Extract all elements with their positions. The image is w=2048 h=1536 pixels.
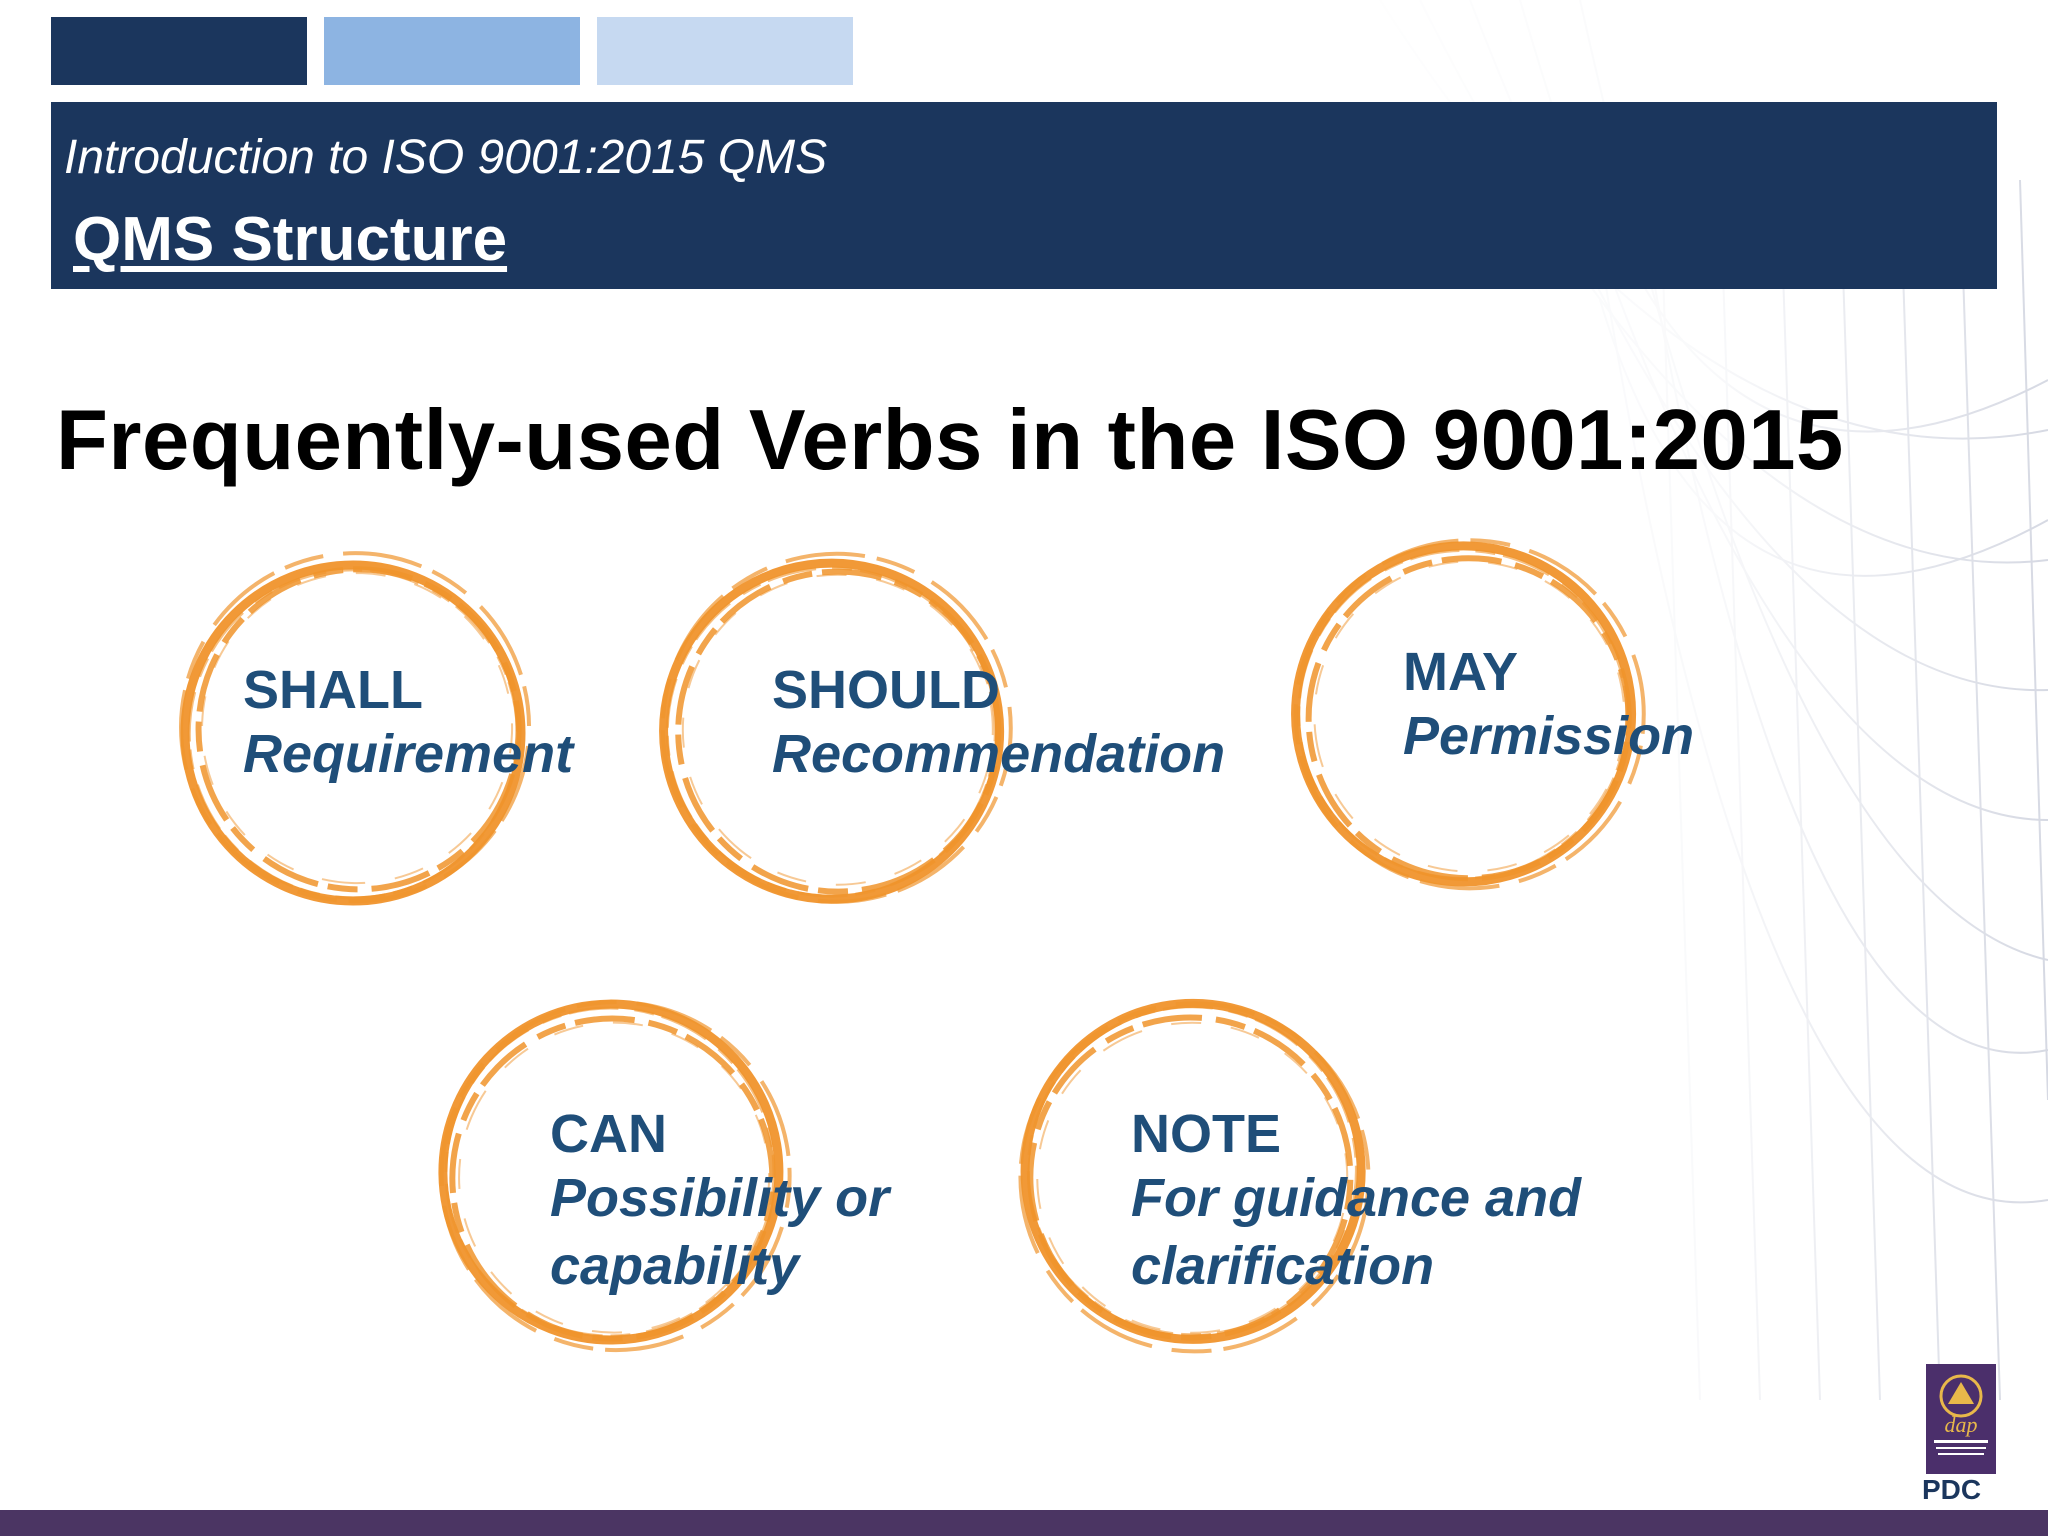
ring-brush-stroke [1293, 538, 1646, 891]
verb-meaning: Requirement [243, 724, 574, 784]
verb-meaning: clarification [1131, 1236, 1435, 1296]
top-tab-dark [51, 17, 307, 85]
verb-item-may: MAY Permission [1403, 642, 1694, 770]
verb-term: SHALL [243, 660, 423, 720]
top-tab-medium [324, 17, 580, 85]
verb-term: SHOULD [772, 660, 1000, 720]
verb-term: CAN [550, 1104, 667, 1164]
header-title: QMS Structure [73, 205, 508, 274]
verb-item-shall: SHALL Requirement [243, 660, 573, 788]
verb-meaning: For guidance and [1131, 1168, 1582, 1228]
ring-brush-stroke [665, 566, 997, 898]
dap-logo-icon: dap [1926, 1364, 1996, 1474]
header-bar: Introduction to ISO 9001:2015 QMS QMS St… [51, 102, 1997, 289]
ring-brush-stroke [458, 1021, 771, 1334]
ring-brush-stroke [1297, 548, 1629, 880]
ring-brush-stroke [660, 551, 1013, 904]
verb-item-can: CAN Possibility or capability [550, 1104, 889, 1300]
slide-headline: Frequently-used Verbs in the ISO 9001:20… [56, 393, 1844, 488]
ring-brush-stroke [179, 551, 532, 904]
verb-ring-should [659, 551, 1013, 904]
ring-brush-stroke [187, 568, 519, 900]
header-subtitle: Introduction to ISO 9001:2015 QMS [64, 131, 828, 184]
ring-brush-stroke [439, 1000, 792, 1353]
verb-item-should: SHOULD Recommendation [772, 660, 1225, 788]
ring-brush-stroke [1313, 560, 1626, 873]
verb-meaning: Permission [1403, 706, 1695, 766]
verb-ring-may [1291, 538, 1646, 891]
logo-caption: PDC [1922, 1474, 1982, 1505]
verb-meaning: Recommendation [772, 724, 1226, 784]
verb-term: MAY [1403, 642, 1519, 702]
verb-term: NOTE [1131, 1104, 1282, 1164]
verb-meaning: Possibility or [550, 1168, 890, 1228]
ring-brush-stroke [681, 573, 994, 886]
ring-brush-stroke [1026, 1005, 1358, 1337]
verb-item-note: NOTE For guidance and clarification [1131, 1104, 1581, 1300]
ring-brush-stroke [444, 1006, 776, 1338]
bottom-bar [0, 1510, 2048, 1536]
ring-brush-stroke [1036, 1021, 1349, 1334]
logo-mark: dap [1945, 1412, 1978, 1437]
top-tab-light [597, 17, 853, 85]
verb-ring-shall [179, 551, 532, 906]
ring-brush-stroke [201, 572, 514, 885]
verb-ring-can [438, 999, 792, 1353]
ring-brush-stroke [1018, 1001, 1371, 1354]
verb-ring-note [1018, 998, 1371, 1354]
verb-meaning: capability [550, 1236, 800, 1296]
